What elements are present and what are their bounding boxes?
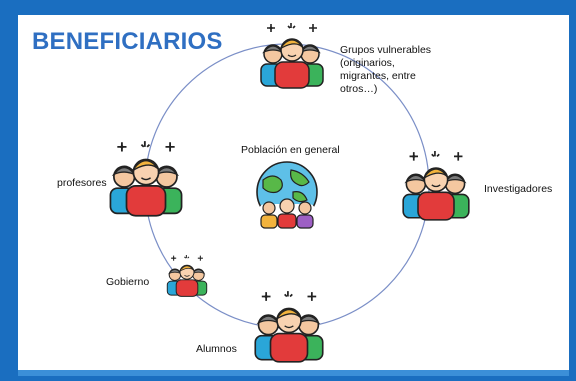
label-gobierno: Gobierno [106, 276, 150, 288]
people-group-icon [166, 254, 208, 297]
globe-population-icon [256, 161, 318, 229]
page-title: BENEFICIARIOS [32, 28, 223, 55]
people-group-icon [109, 140, 183, 217]
label-poblacion-general: Población en general [241, 144, 340, 156]
label-grupos-vulnerables: Grupos vulnerables (originarios, migrant… [340, 44, 432, 95]
label-profesores: profesores [57, 177, 107, 189]
label-investigadores: Investigadores [484, 183, 553, 195]
people-group-icon [254, 290, 324, 363]
people-group-icon [402, 150, 470, 221]
bottom-band [18, 370, 569, 376]
label-alumnos: Alumnos [196, 343, 237, 355]
people-group-icon [260, 22, 324, 89]
